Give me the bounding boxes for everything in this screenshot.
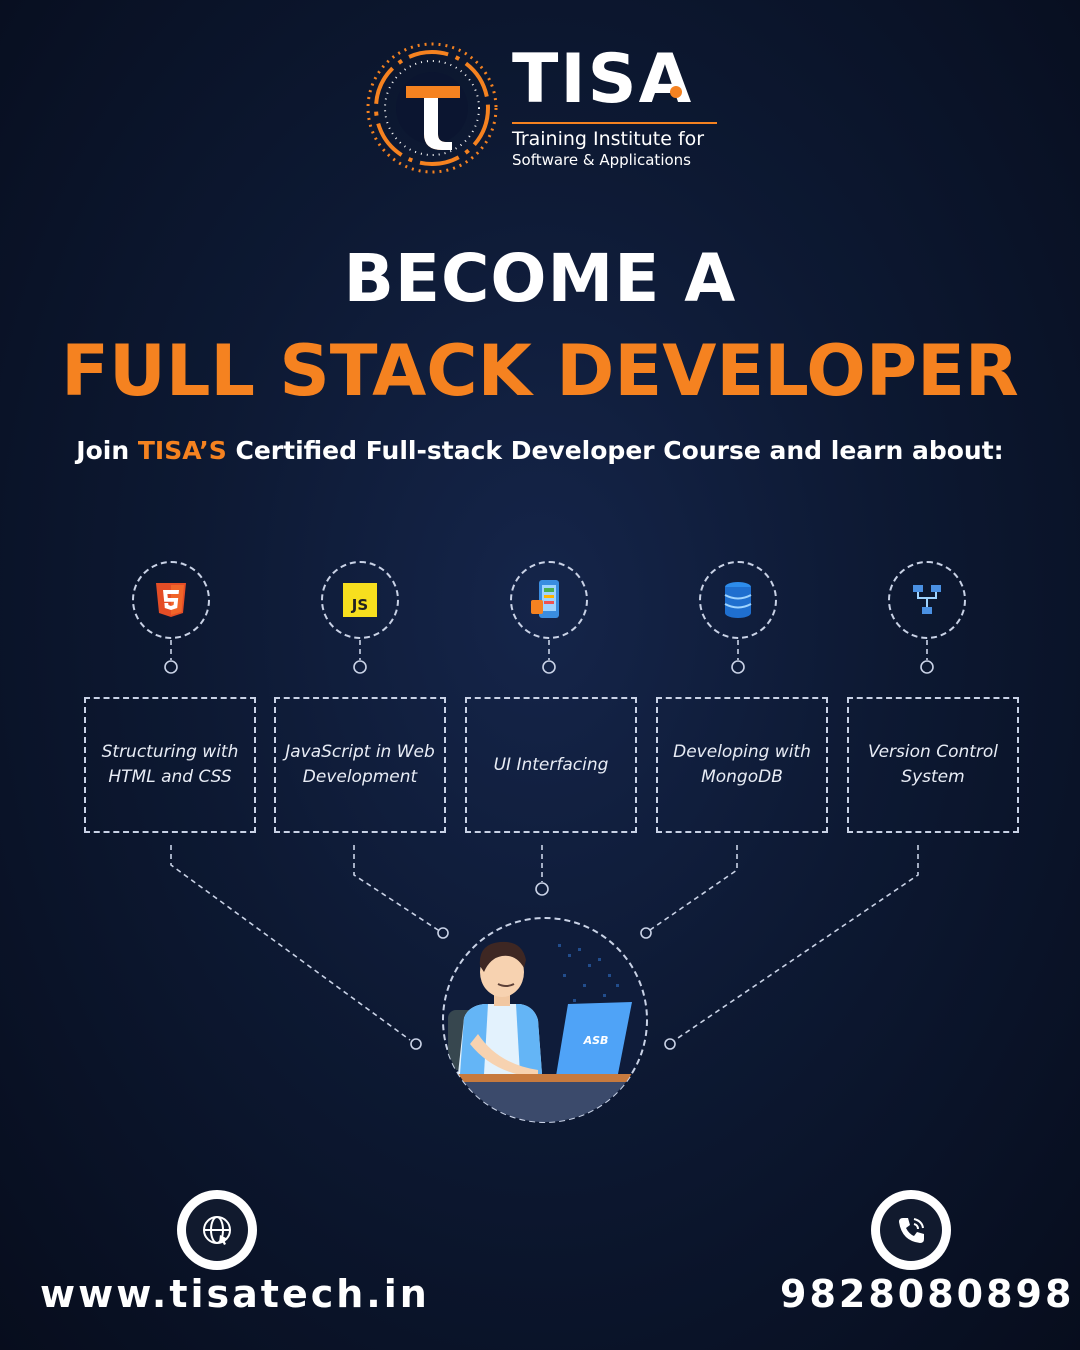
brand-dot <box>670 86 682 98</box>
subheading-suffix: Certified Full-stack Developer Course an… <box>226 436 1004 465</box>
brand-tagline-2: Software & Applications <box>512 151 691 169</box>
brand-tagline-1: Training Institute for <box>512 128 705 150</box>
laptop-label: ASB <box>583 1034 609 1047</box>
topic-label: HTML and CSS <box>108 767 232 787</box>
headline-line-2: FULL STACK DEVELOPER <box>61 330 1019 412</box>
website-link[interactable]: www.tisatech.in <box>40 1272 430 1316</box>
javascript-icon: JS <box>321 561 399 639</box>
topic-label: UI Interfacing <box>493 754 609 775</box>
globe-icon[interactable] <box>177 1190 257 1270</box>
subheading-prefix: Join <box>76 436 138 465</box>
phone-icon[interactable] <box>871 1190 951 1270</box>
logo-icon <box>366 42 498 174</box>
subheading-highlight: TISA’S <box>137 436 227 465</box>
phone-number[interactable]: 9828080898 <box>780 1272 1075 1316</box>
headline-line-1: BECOME A <box>343 240 737 317</box>
developer-illustration: ASB <box>442 917 648 1123</box>
database-icon <box>699 561 777 639</box>
topic-label: MongoDB <box>701 767 783 787</box>
topic-label: System <box>901 767 965 787</box>
brand-divider <box>512 122 717 124</box>
topic-label: JavaScript in Web <box>285 742 435 762</box>
topic-label: Development <box>302 767 418 787</box>
html5-icon <box>132 561 210 639</box>
topic-label: Version Control <box>867 742 999 762</box>
svg-text:JS: JS <box>351 596 368 614</box>
topic-label: Developing with <box>673 742 811 762</box>
topic-label: Structuring with <box>101 742 239 762</box>
brand-name: TISA <box>512 40 694 119</box>
mobile-ui-icon <box>510 561 588 639</box>
subheading: Join TISA’S Certified Full-stack Develop… <box>0 436 1080 465</box>
topic-card-ui: UI Interfacing <box>465 697 637 833</box>
version-control-icon <box>888 561 966 639</box>
